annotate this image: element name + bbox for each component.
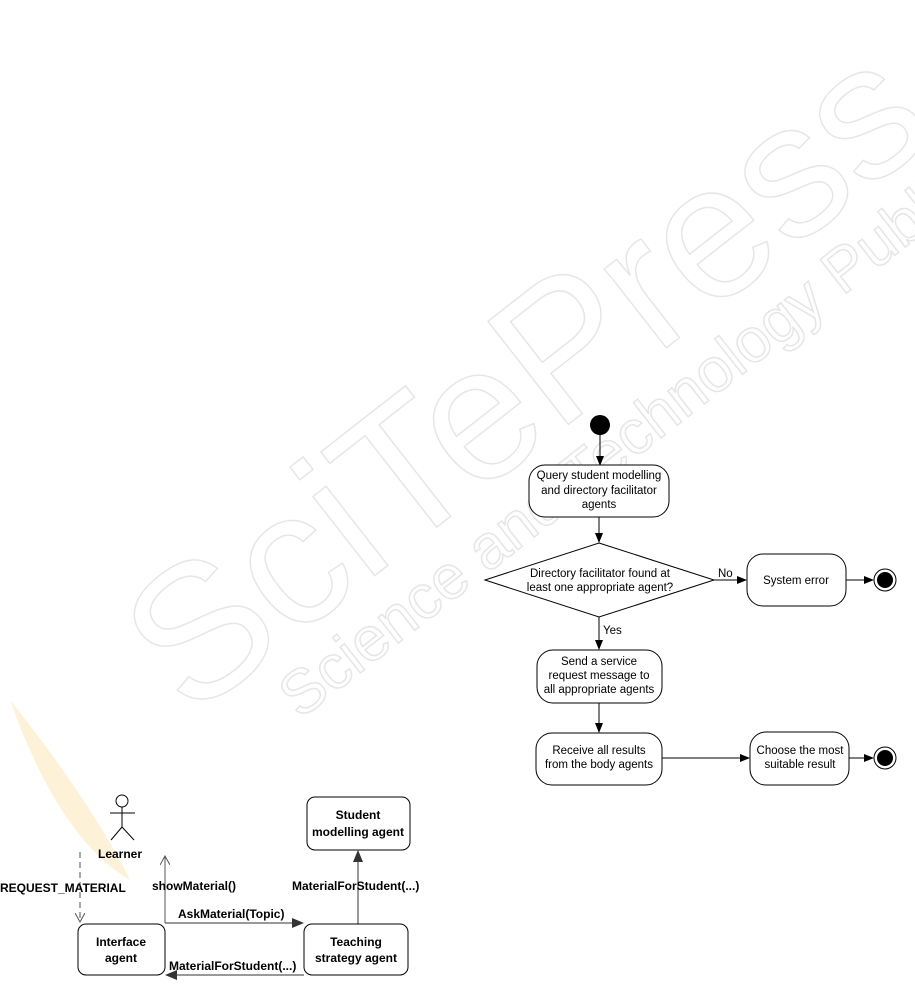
activity-label: System error: [763, 575, 829, 587]
material-to-student-label: MaterialForStudent(...): [292, 879, 419, 893]
query-activity: Query student modelling and directory fa…: [528, 464, 670, 518]
node-label: Teaching: [330, 935, 382, 949]
learner-label: Learner: [98, 847, 142, 861]
activity-label: Receive all results: [552, 745, 646, 757]
material-to-interface-label: MaterialForStudent(...): [169, 959, 296, 973]
activity-label: request message to: [548, 670, 649, 682]
no-label: No: [718, 568, 733, 580]
agent-interaction-diagram: Learner REQUEST_MATERIAL showMaterial() …: [0, 794, 419, 980]
activity-diagram: Query student modelling and directory fa…: [483, 415, 897, 786]
node-label: modelling agent: [312, 825, 404, 839]
interface-agent-node: Interface agent: [77, 923, 166, 976]
show-material-label: showMaterial(): [152, 879, 236, 893]
decision-label: least one appropriate agent?: [527, 582, 673, 594]
decision-label: Directory facilitator found at: [530, 568, 671, 580]
activity-label: Choose the most: [757, 745, 845, 757]
activity-label: suitable result: [765, 759, 837, 771]
activity-label: all appropriate agents: [544, 684, 655, 696]
send-request-activity: Send a service request message to all ap…: [536, 649, 663, 704]
student-modelling-agent-node: Student modelling agent: [306, 796, 411, 851]
ask-material-label: AskMaterial(Topic): [178, 907, 284, 921]
activity-label: Send a service: [561, 656, 637, 668]
end-node-icon: [873, 568, 897, 592]
node-label: strategy agent: [315, 951, 397, 965]
learner-actor-icon: [110, 794, 135, 841]
request-material-label: REQUEST_MATERIAL: [0, 881, 126, 895]
system-error-activity: System error: [746, 553, 847, 607]
activity-label: from the body agents: [545, 759, 653, 771]
node-label: Interface: [96, 935, 146, 949]
watermark-logo-swoosh: [10, 700, 130, 880]
activity-label: and directory facilitator: [541, 485, 657, 497]
yes-label: Yes: [603, 625, 622, 637]
start-node-icon: [590, 415, 610, 435]
receive-results-activity: Receive all results from the body agents: [535, 732, 663, 786]
teaching-strategy-agent-node: Teaching strategy agent: [303, 923, 409, 976]
activity-label: Query student modelling: [537, 470, 662, 482]
choose-result-activity: Choose the most suitable result: [749, 731, 850, 786]
node-label: agent: [105, 951, 137, 965]
node-label: Student: [336, 808, 381, 822]
activity-label: agents: [582, 499, 617, 511]
end-node-icon: [873, 746, 897, 770]
watermark-brand: SciTePress: [85, 0, 915, 752]
